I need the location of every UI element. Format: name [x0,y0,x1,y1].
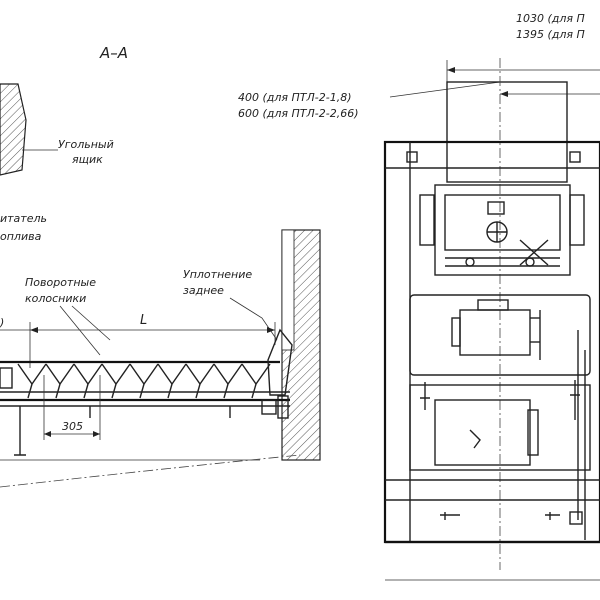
grate-stem [27,383,33,399]
svg-text:): ) [0,316,4,329]
grate-tooth [157,363,187,386]
coal-box-label-2: ящик [72,153,103,166]
grate-stem [195,383,201,399]
grates-leader-2 [71,305,111,341]
grate-tooth [73,363,103,386]
grate-tooth [45,363,75,386]
width-b-line1: 1030 (для П [516,12,585,25]
width-b-line2: 1395 (для П [516,28,585,41]
coal-box-wall [0,83,27,176]
grate-stem [55,383,61,399]
coal-box-label-1: Угольный [58,138,114,151]
grate-tooth [213,363,243,386]
grate-stem [251,383,257,399]
grate-stem [223,383,229,399]
grate-tooth [185,363,215,386]
width-a-line1: 400 (для ПТЛ-2-1,8) [238,91,352,104]
grate-assembly [0,328,293,461]
front-view: 1030 (для П 1395 (для П 400 (для ПТЛ-2-1… [238,12,600,581]
seal-label-2: заднее [183,284,224,297]
section-view-a-a: А–А Угольный ящик итатель оплива Поворот… [0,44,321,488]
width-a-line2: 600 (для ПТЛ-2-2,66) [238,107,359,120]
hopper [446,81,568,183]
middle-door [409,294,591,376]
pitch-dimension: 305 [43,375,101,440]
grate-stem [83,383,89,399]
length-mark: L [140,313,147,328]
rear-wall [281,229,321,461]
width-a-leader [389,81,501,98]
feeder-label-2: оплива [0,230,42,243]
grate-tooth [241,363,271,386]
grate-stem [139,383,145,399]
grates-label-1: Поворотные [25,276,96,289]
grate-tooth [17,363,47,386]
grate-tooth [129,363,159,386]
grate-stem [167,383,173,399]
pitch-value: 305 [62,420,83,433]
drive-mechanism [406,151,585,276]
length-dimension: L ) [0,313,276,368]
ash-contour [0,454,301,488]
feeder-label-1: итатель [0,212,47,225]
seal-leader [229,297,278,341]
grates-leader-1 [59,305,101,356]
seal-label-1: Уплотнение [183,268,252,281]
grates-label-2: колосники [25,292,86,305]
lower-door [409,380,591,471]
section-title: А–А [99,44,128,62]
grate-tooth [101,363,131,386]
grate-stem [111,383,117,399]
